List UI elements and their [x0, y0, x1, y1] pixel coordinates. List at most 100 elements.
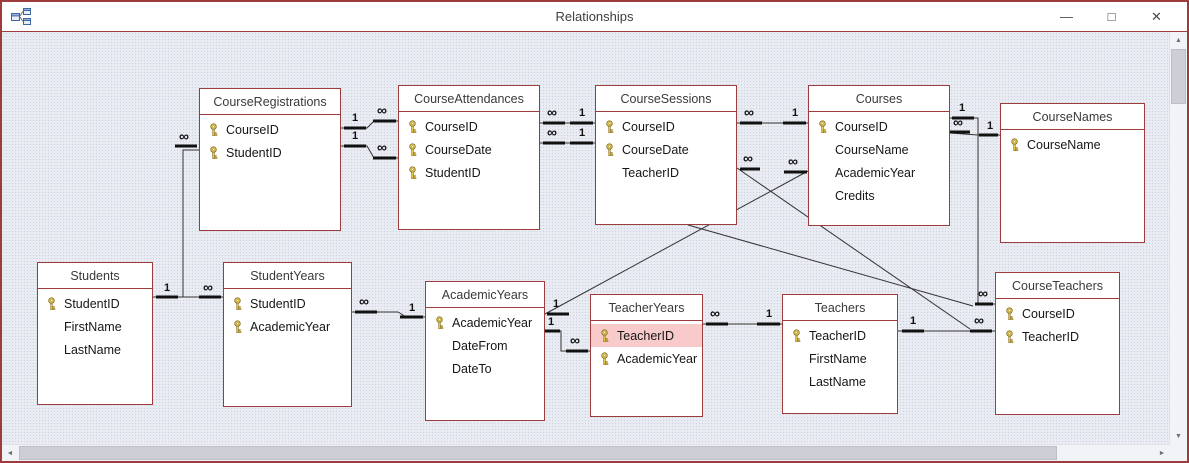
- relationship-line-CourseTeachers-CourseSessions[interactable]: [687, 224, 974, 307]
- field-row-CourseDate[interactable]: CourseDate: [596, 138, 736, 161]
- relationship-line-CourseSessions-CourseAttendances[interactable]: ∞1: [540, 104, 595, 125]
- minimize-button[interactable]: —: [1060, 9, 1073, 24]
- field-row-StudentID[interactable]: StudentID: [200, 141, 340, 164]
- field-name: FirstName: [64, 319, 122, 334]
- field-row-FirstName[interactable]: FirstName: [38, 315, 152, 338]
- table-header[interactable]: TeacherYears: [591, 295, 702, 321]
- relationship-line-AcademicYears-StudentYears[interactable]: ∞1: [352, 293, 425, 319]
- field-row-StudentID[interactable]: StudentID: [399, 161, 539, 184]
- field-row-CourseID[interactable]: CourseID: [996, 302, 1119, 325]
- relationship-line-AcademicYears-TeacherYears[interactable]: 1∞: [545, 316, 590, 353]
- field-name: AcademicYear: [250, 319, 331, 334]
- field-row-TeacherID[interactable]: TeacherID: [783, 324, 897, 347]
- field-name: CourseID: [226, 122, 279, 137]
- field-list: CourseName: [1001, 133, 1144, 156]
- relationship-line-Courses-CourseSessions[interactable]: ∞1: [737, 104, 808, 125]
- key-icon: [1001, 137, 1027, 152]
- table-header[interactable]: CourseAttendances: [399, 86, 539, 112]
- cardinality-label: 1: [792, 107, 798, 119]
- table-header[interactable]: Courses: [809, 86, 949, 112]
- field-row-AcademicYear[interactable]: AcademicYear: [426, 311, 544, 334]
- scroll-right-button[interactable]: ►: [1154, 445, 1170, 461]
- field-name: AcademicYear: [452, 315, 533, 330]
- relationship-line-Teachers-TeacherYears[interactable]: ∞1: [703, 305, 782, 326]
- table-header[interactable]: AcademicYears: [426, 282, 544, 308]
- field-row-TeacherID[interactable]: TeacherID: [596, 161, 736, 184]
- vertical-scrollbar[interactable]: ▲ ▼: [1169, 32, 1187, 444]
- maximize-button[interactable]: □: [1107, 9, 1116, 24]
- relationship-line-CourseRegistrations-CourseAttendances[interactable]: 1∞: [341, 130, 398, 160]
- field-row-CourseID[interactable]: CourseID: [200, 118, 340, 141]
- field-row-CourseDate[interactable]: CourseDate: [399, 138, 539, 161]
- cardinality-bar: [979, 133, 998, 137]
- relationships-canvas[interactable]: [2, 32, 1170, 444]
- cardinality-label: ∞: [547, 124, 557, 140]
- scroll-down-button[interactable]: ▼: [1170, 428, 1187, 444]
- field-row-TeacherID[interactable]: TeacherID: [591, 324, 702, 347]
- relationship-line-Students-CourseRegistrations[interactable]: ∞: [175, 128, 199, 297]
- close-button[interactable]: ✕: [1151, 8, 1162, 24]
- relationship-line-AcademicYears-Courses[interactable]: 1∞: [544, 153, 809, 316]
- table-header[interactable]: CourseSessions: [596, 86, 736, 112]
- table-header[interactable]: Teachers: [783, 295, 897, 321]
- cardinality-label: ∞: [978, 285, 988, 301]
- title-bar[interactable]: Relationships — □ ✕: [2, 2, 1187, 32]
- field-list: TeacherID AcademicYear: [591, 324, 702, 370]
- relationship-line-CourseNames-Courses[interactable]: ∞1: [949, 114, 1000, 137]
- horizontal-scrollbar[interactable]: ◄ ►: [2, 444, 1170, 461]
- field-row-StudentID[interactable]: StudentID: [224, 292, 351, 315]
- relationship-line-Teachers-CourseTeachers[interactable]: 1∞: [898, 312, 995, 333]
- field-row-DateFrom[interactable]: DateFrom: [426, 334, 544, 357]
- table-header[interactable]: CourseNames: [1001, 104, 1144, 130]
- field-row-AcademicYear[interactable]: AcademicYear: [591, 347, 702, 370]
- field-row-CourseID[interactable]: CourseID: [399, 115, 539, 138]
- cardinality-label: ∞: [570, 332, 580, 348]
- field-row-CourseID[interactable]: CourseID: [809, 115, 949, 138]
- field-row-LastName[interactable]: LastName: [783, 370, 897, 393]
- field-row-StudentID[interactable]: StudentID: [38, 292, 152, 315]
- field-row-CourseName[interactable]: CourseName: [809, 138, 949, 161]
- field-row-TeacherID[interactable]: TeacherID: [996, 325, 1119, 348]
- scrollbar-corner: [1170, 444, 1187, 461]
- table-header[interactable]: StudentYears: [224, 263, 351, 289]
- horizontal-scroll-thumb[interactable]: [19, 446, 1057, 460]
- relationship-line-Students-StudentYears[interactable]: 1∞: [153, 279, 223, 299]
- field-row-AcademicYear[interactable]: AcademicYear: [224, 315, 351, 338]
- scroll-up-button[interactable]: ▲: [1170, 32, 1187, 48]
- relationship-line-Courses-CourseTeachers[interactable]: 1∞: [950, 102, 995, 306]
- cardinality-label: 1: [164, 282, 170, 294]
- vertical-scroll-thumb[interactable]: [1171, 49, 1186, 104]
- field-row-CourseID[interactable]: CourseID: [596, 115, 736, 138]
- field-name: AcademicYear: [617, 351, 698, 366]
- key-icon: [399, 119, 425, 134]
- field-row-DateTo[interactable]: DateTo: [426, 357, 544, 380]
- relationship-line-CourseTeachers-CourseSessions[interactable]: ∞: [736, 150, 971, 330]
- relationship-line-CourseRegistrations-CourseAttendances[interactable]: 1∞: [341, 102, 398, 130]
- field-row-AcademicYear[interactable]: AcademicYear: [809, 161, 949, 184]
- scroll-left-button[interactable]: ◄: [2, 445, 18, 461]
- table-header[interactable]: Students: [38, 263, 152, 289]
- field-row-FirstName[interactable]: FirstName: [783, 347, 897, 370]
- field-row-Credits[interactable]: Credits: [809, 184, 949, 207]
- relationship-line-CourseSessions-CourseAttendances[interactable]: ∞1: [540, 124, 595, 145]
- field-row-CourseName[interactable]: CourseName: [1001, 133, 1144, 156]
- cardinality-label: 1: [579, 127, 585, 139]
- field-name: CourseID: [622, 119, 675, 134]
- table-header[interactable]: CourseTeachers: [996, 273, 1119, 299]
- field-row-LastName[interactable]: LastName: [38, 338, 152, 361]
- cardinality-bar: [344, 126, 366, 130]
- table-header[interactable]: CourseRegistrations: [200, 89, 340, 115]
